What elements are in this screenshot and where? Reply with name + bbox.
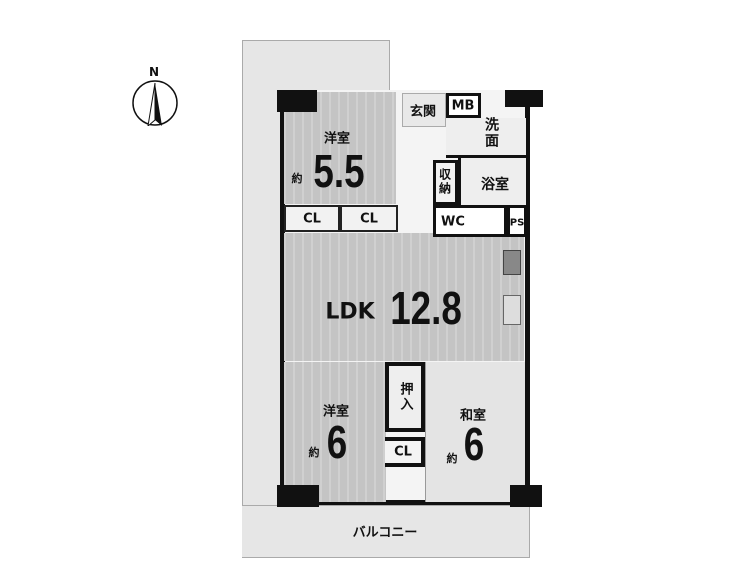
entrance-label: 玄関 [409, 104, 437, 120]
bath-label: 浴室 [481, 177, 509, 193]
storage-label: 収納 [437, 168, 452, 196]
compass-label: N [148, 65, 160, 79]
wc [433, 205, 507, 237]
closet [385, 362, 425, 432]
balcony-label: バルコニー [352, 525, 418, 541]
japanese-room-label: 和室 [459, 408, 487, 424]
kitchen-stove [503, 250, 521, 275]
compass-north-arrow-icon [132, 80, 178, 128]
entrance [402, 93, 446, 127]
cl-2-label: CL [360, 211, 378, 227]
western-room-2-size: 6 [326, 416, 348, 468]
cl-2 [340, 205, 398, 232]
pipe-space [507, 205, 527, 237]
ldk-room [284, 233, 524, 361]
japanese-room-size: 6 [463, 418, 485, 470]
kitchen-sink [503, 295, 521, 325]
western-room-1-label: 洋室 [323, 131, 351, 147]
cl-1-label: CL [303, 211, 321, 227]
closet-label: 押入 [397, 382, 413, 412]
western-room-2-prefix: 約 [308, 446, 320, 459]
column [510, 485, 542, 507]
column [277, 90, 317, 112]
compass [128, 70, 182, 128]
storage [433, 160, 458, 205]
western-room-1-prefix: 約 [291, 172, 303, 185]
wc-label: WC [441, 214, 465, 230]
western-room-1-size: 5.5 [313, 145, 365, 197]
washroom [446, 118, 526, 158]
western-room-2 [284, 362, 386, 502]
washroom-label: 洗面 [483, 117, 499, 149]
cl-1 [284, 205, 340, 232]
cl-3 [385, 437, 425, 467]
cl-3-label: CL [394, 444, 412, 460]
mb-label: MB [451, 98, 475, 114]
ldk-label: LDK [325, 299, 375, 325]
column [277, 485, 319, 507]
bathroom [458, 158, 526, 205]
japanese-room-prefix: 約 [446, 452, 458, 465]
western-room-2-label: 洋室 [322, 404, 350, 420]
column [505, 90, 543, 107]
ps-label: PS [509, 217, 525, 229]
ldk-size: 12.8 [390, 282, 462, 334]
japanese-room [425, 362, 525, 502]
meter-box [446, 93, 481, 118]
balcony-bottom [242, 505, 530, 558]
